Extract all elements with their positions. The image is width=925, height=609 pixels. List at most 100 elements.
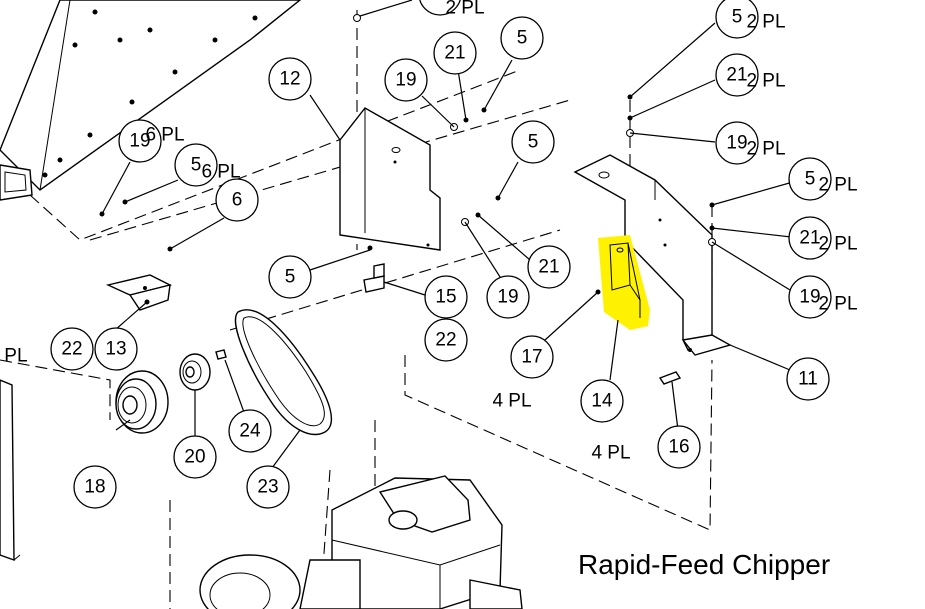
callout-c22-b: 224 PL (0, 327, 94, 371)
part-24-key (215, 349, 227, 360)
callout-number: 5 (285, 267, 296, 288)
leader-lines (101, 0, 801, 469)
part-13-bracket (105, 274, 173, 311)
callout-circle (268, 57, 312, 101)
callout-circle (486, 275, 530, 319)
callout-c19-r1: 192 PL (715, 121, 786, 165)
callout-quantity: 6 PL (145, 125, 184, 146)
diagram-title: Rapid-Feed Chipper (578, 549, 830, 580)
callout-quantity: 6 PL (201, 162, 240, 183)
callout-quantity: 2 PL (746, 139, 785, 160)
callout-c11: 11 (786, 357, 830, 401)
callout-c6: 6 (215, 178, 259, 222)
hopper (0, 0, 302, 201)
callout-number: 5 (528, 132, 539, 153)
callout-circle (786, 357, 830, 401)
callout-circle (510, 335, 554, 379)
callout-quantity: 2 PL (818, 175, 857, 196)
callout-circle (715, 121, 759, 165)
part-12-belt-guard (339, 107, 441, 251)
part-16-tab (658, 371, 682, 385)
callout-number: 5 (805, 169, 816, 190)
callout-number: 15 (435, 287, 456, 308)
callout-c5-a: 5 (500, 16, 544, 60)
callout-number: 14 (591, 391, 613, 412)
callout-circle (215, 178, 259, 222)
callout-circle (580, 379, 624, 423)
callout-number: 16 (668, 437, 689, 458)
callout-quantity: 2 PL (746, 12, 785, 33)
callout-circle (228, 409, 272, 453)
callout-number: 21 (799, 228, 820, 249)
callout-circle (424, 275, 468, 319)
callout-c22-a: 22 (424, 318, 468, 362)
callout-number: 12 (279, 69, 300, 90)
engine (199, 475, 523, 609)
callout-circle (73, 465, 117, 509)
callout-number: 23 (257, 477, 278, 498)
callout-quantity: 4 PL (591, 443, 630, 464)
callout-circle (50, 327, 94, 371)
callout-circle (788, 216, 832, 260)
callout-circle (268, 255, 312, 299)
callout-number: 13 (105, 339, 126, 360)
callout-number: 22 (435, 330, 456, 351)
callout-number: 19 (429, 0, 450, 5)
callout-number: 22 (61, 339, 82, 360)
callout-number: 21 (444, 43, 465, 64)
callout-circle (174, 143, 218, 187)
callout-number: 18 (84, 477, 105, 498)
callout-circle (715, 0, 759, 39)
part-11-right-bracket (573, 154, 732, 356)
callout-c19-r2: 192 PL (788, 275, 858, 319)
part-18-pulley (115, 370, 169, 434)
part-23-belt (234, 309, 333, 436)
callout-quantity: 2 PL (818, 234, 857, 255)
callout-c5-b: 5 (511, 120, 555, 164)
callout-number: 21 (538, 257, 559, 278)
callout-number: 6 (232, 190, 243, 211)
callout-circle (424, 318, 468, 362)
callout-quantity: 2 PL (746, 71, 785, 92)
callout-circle (118, 119, 162, 163)
callout-c21-b: 21 (527, 245, 571, 289)
callout-c20: 20 (173, 435, 217, 479)
callout-c14: 14 (580, 379, 624, 423)
callout-c17: 174 PL (492, 335, 554, 412)
callout-c16: 16 4 PL (591, 425, 701, 469)
callout-c5-c: 5 (268, 255, 312, 299)
callout-c21-r1: 212 PL (715, 53, 786, 97)
callout-c24: 24 (228, 409, 272, 453)
callout-c19-top: 192 PL (419, 0, 485, 19)
callout-circle (527, 245, 571, 289)
callout-circle (433, 31, 477, 75)
callout-number: 21 (726, 65, 747, 86)
callout-circle (715, 53, 759, 97)
callout-quantity: 4 PL (492, 391, 531, 412)
callout-c19-left: 196 PL (118, 119, 185, 163)
callout-circle (384, 58, 428, 102)
frame-left (0, 379, 21, 561)
callout-circle (246, 465, 290, 509)
callout-circle (419, 0, 461, 16)
callout-number: 19 (726, 133, 747, 154)
callout-quantity: 2 PL (445, 0, 484, 19)
callout-number: 5 (191, 155, 202, 176)
callout-c15: 15 (424, 275, 468, 319)
callout-circle (500, 16, 544, 60)
callout-circle (511, 120, 555, 164)
callout-number: 5 (732, 7, 743, 28)
callout-number: 19 (497, 287, 518, 308)
callout-number: 11 (798, 369, 818, 390)
callout-circle (173, 435, 217, 479)
callout-circle (94, 327, 138, 371)
callout-c19-b: 19 (486, 275, 530, 319)
callout-quantity: 2 PL (818, 294, 857, 315)
callout-number: 19 (799, 287, 820, 308)
part-15-clip (363, 263, 385, 293)
callout-c13: 13 (94, 327, 138, 371)
